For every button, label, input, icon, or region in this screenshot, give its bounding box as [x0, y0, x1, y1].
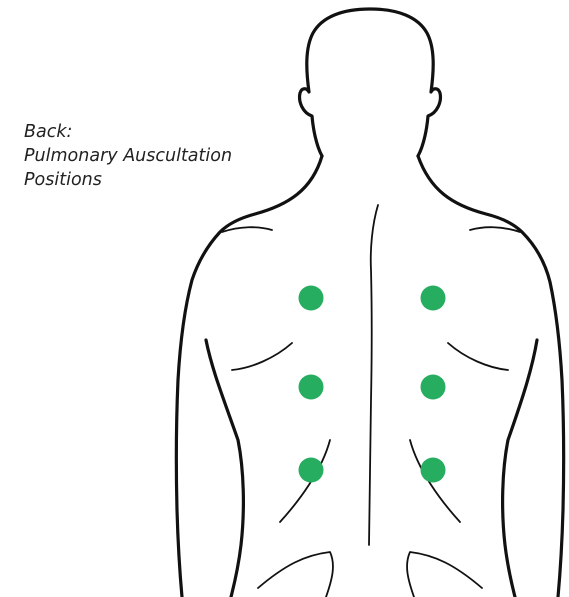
auscultation-point-right-lower[interactable]	[421, 458, 446, 483]
right-scapula-lower	[448, 343, 508, 370]
left-shoulder-outline	[176, 156, 322, 597]
spine-line	[369, 205, 378, 545]
auscultation-point-right-upper[interactable]	[421, 286, 446, 311]
right-shoulder-outline	[418, 156, 564, 597]
right-waist-outline	[503, 340, 537, 597]
left-lower-curve	[258, 552, 333, 597]
auscultation-point-left-lower[interactable]	[299, 458, 324, 483]
head-outline	[300, 9, 441, 156]
left-waist-outline	[206, 340, 243, 597]
auscultation-point-left-middle[interactable]	[299, 375, 324, 400]
left-lower-back-contour	[280, 440, 330, 522]
auscultation-point-left-upper[interactable]	[299, 286, 324, 311]
auscultation-point-right-middle[interactable]	[421, 375, 446, 400]
right-lower-curve	[407, 552, 482, 597]
left-scapula-lower	[232, 343, 292, 370]
right-scapula-top	[470, 227, 520, 232]
left-scapula-top	[222, 227, 272, 232]
